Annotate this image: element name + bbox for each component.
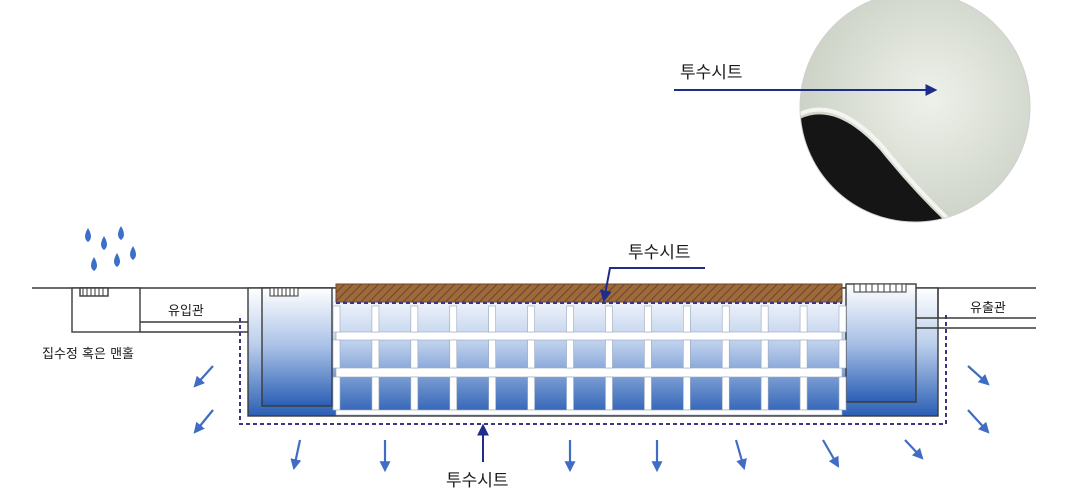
flow-arrow-icon [904, 439, 924, 460]
sheet-top-label: 투수시트 [628, 243, 691, 263]
inlet-pipe-label: 유입관 [168, 304, 204, 319]
module-post [371, 376, 380, 411]
sheet-photo-label: 투수시트 [680, 63, 743, 83]
module-post [488, 305, 496, 333]
tank-chamber-left [261, 287, 333, 407]
module-post [410, 339, 419, 369]
module-post [721, 376, 730, 411]
flow-arrow-icon [193, 365, 214, 388]
flow-arrow-icon [967, 409, 990, 434]
outlet-pipe [916, 288, 1036, 329]
module-post [683, 305, 691, 333]
module-post [332, 376, 341, 411]
module-post [527, 376, 535, 411]
infiltration-flow-arrows [193, 365, 990, 473]
module-post [760, 376, 769, 411]
grate-icon [859, 284, 903, 292]
module-post [566, 305, 574, 333]
module-post [527, 339, 535, 369]
module-post [721, 305, 730, 333]
flow-arrow-icon [822, 439, 840, 468]
module-post [332, 305, 341, 333]
module-band [335, 331, 843, 341]
flow-arrow-icon [290, 439, 302, 471]
module-post [683, 339, 691, 369]
module-band [335, 367, 843, 378]
catch-basin-label: 집수정 혹은 맨홀 [42, 347, 134, 362]
module-post [566, 339, 574, 369]
module-post [449, 305, 458, 333]
flow-arrow-icon [967, 365, 990, 386]
flow-arrow-icon [193, 409, 214, 434]
leader-arrow-icon [599, 267, 705, 303]
module-post [605, 339, 613, 369]
soil-cover [335, 283, 843, 303]
module-post [488, 339, 496, 369]
module-post [838, 376, 847, 411]
module-base [335, 409, 843, 416]
module-post [449, 339, 458, 369]
raindrop-icon [85, 226, 136, 271]
sheet-photo [799, 0, 1031, 223]
module-post [410, 376, 419, 411]
storage-module-grid [332, 305, 847, 416]
module-post [799, 339, 808, 369]
permeable-sheet-outline [239, 302, 947, 425]
module-post [605, 376, 613, 411]
module-post [605, 305, 613, 333]
module-post [760, 305, 769, 333]
module-post [566, 376, 574, 411]
module-post [683, 376, 691, 411]
module-post [410, 305, 419, 333]
flow-arrow-icon [734, 439, 747, 471]
inlet-pipe [140, 321, 262, 333]
tank-chamber-right [845, 283, 917, 403]
grate-icon [82, 288, 104, 296]
module-post [799, 376, 808, 411]
catch-basin-left [71, 287, 141, 333]
outlet-pipe-label: 유출관 [970, 301, 1006, 316]
sheet-bottom-label: 투수시트 [446, 471, 509, 491]
module-post [488, 376, 496, 411]
tank-outline [247, 287, 939, 417]
module-post [799, 305, 808, 333]
module-post [838, 339, 847, 369]
module-post [760, 339, 769, 369]
module-post [721, 339, 730, 369]
module-post [644, 305, 652, 333]
module-post [644, 339, 652, 369]
module-post [371, 305, 380, 333]
module-post [371, 339, 380, 369]
grate-icon [273, 288, 295, 296]
module-post [838, 305, 847, 333]
module-post [449, 376, 458, 411]
module-post [527, 305, 535, 333]
module-post [644, 376, 652, 411]
module-post [332, 339, 341, 369]
